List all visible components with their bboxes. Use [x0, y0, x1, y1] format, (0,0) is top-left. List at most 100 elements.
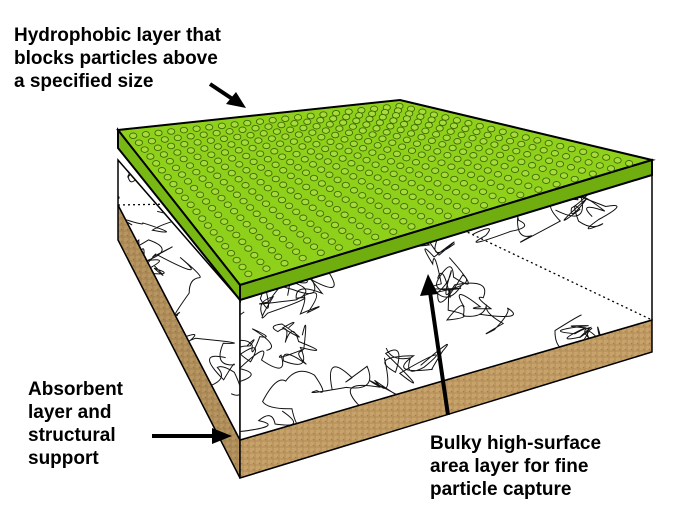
- perforation-dot: [613, 157, 622, 164]
- perforation-dot: [325, 200, 334, 207]
- hydrophobic-layer: [116, 98, 656, 303]
- perforation-dot: [325, 185, 334, 193]
- perforation-dot: [364, 169, 374, 177]
- arrow-bulky: [428, 291, 450, 416]
- perforation-dot: [212, 129, 221, 137]
- perforation-dot: [407, 130, 416, 137]
- perforation-dot: [308, 161, 318, 168]
- perforation-dot: [545, 157, 554, 165]
- perforation-dot: [206, 137, 215, 144]
- perforation-dot: [173, 134, 182, 142]
- perforation-dot: [246, 204, 255, 211]
- perforation-dot: [340, 211, 349, 219]
- perforation-dot: [267, 247, 276, 254]
- perforation-dot: [421, 127, 430, 135]
- perforation-dot: [579, 148, 588, 156]
- perforation-dot: [353, 152, 362, 159]
- perforation-dot: [275, 212, 284, 220]
- perforation-dot: [371, 233, 380, 241]
- perforation-dot: [255, 118, 265, 125]
- perforation-dot: [349, 173, 358, 180]
- perforation-dot: [228, 155, 237, 162]
- perforation-dot: [606, 165, 616, 172]
- perforation-dot: [427, 116, 436, 123]
- perforation-dot: [528, 143, 537, 151]
- perforation-dot: [286, 172, 295, 180]
- perforation-dot: [573, 156, 582, 163]
- perforation-dot: [160, 136, 169, 143]
- perforation-dot: [241, 182, 250, 189]
- perforation-dot: [362, 156, 371, 164]
- perforation-dot: [357, 178, 366, 185]
- perforation-dot: [221, 243, 230, 250]
- perforation-dot: [230, 207, 239, 215]
- perforation-dot: [427, 155, 436, 162]
- perforation-dot: [317, 133, 326, 141]
- perforation-dot: [516, 191, 525, 199]
- perforation-dot: [264, 170, 273, 177]
- perforation-dot: [249, 172, 258, 180]
- perforation-dot: [383, 193, 392, 200]
- perforation-dot: [386, 158, 396, 165]
- perforation-dot: [590, 151, 599, 158]
- perforation-dot: [226, 185, 235, 192]
- perforation-dot: [588, 170, 597, 178]
- perforation-dot: [534, 154, 543, 161]
- perforation-dot: [517, 158, 526, 166]
- perforation-dot: [249, 158, 258, 166]
- perforation-dot: [396, 126, 405, 134]
- perforation-dot: [457, 167, 466, 175]
- perforation-dot: [442, 184, 451, 192]
- perforation-dot: [383, 146, 392, 153]
- perforation-dot: [286, 158, 295, 166]
- perforation-dot: [284, 145, 293, 153]
- perforation-dot: [183, 178, 193, 185]
- perforation-dot: [377, 153, 386, 161]
- perforation-dot: [555, 160, 565, 168]
- perforation-dot: [378, 113, 387, 121]
- perforation-dot: [424, 175, 433, 183]
- perforation-dot: [263, 184, 272, 192]
- perforation-dot: [248, 188, 257, 195]
- perforation-dot: [272, 229, 281, 237]
- perforation-dot: [292, 208, 301, 216]
- perforation-dot: [277, 121, 286, 129]
- perforation-dot: [355, 112, 364, 119]
- perforation-dot: [317, 180, 326, 187]
- bulky-label-line: area layer for fine: [430, 456, 589, 477]
- perforation-dot: [192, 168, 201, 176]
- perforation-dot: [449, 122, 459, 130]
- perforation-dot: [470, 197, 479, 205]
- perforation-dot: [333, 176, 342, 184]
- perforation-dot: [308, 129, 317, 136]
- perforation-dot: [167, 142, 176, 150]
- perforation-dot: [490, 141, 499, 148]
- perforation-dot: [303, 136, 312, 143]
- perforation-dot: [272, 128, 281, 135]
- perforation-dot: [501, 144, 510, 152]
- perforation-dot: [316, 249, 325, 257]
- fiber-strand: [262, 365, 371, 431]
- perforation-dot: [371, 161, 380, 168]
- perforation-dot: [335, 125, 344, 132]
- perforation-dot: [196, 191, 205, 199]
- perforation-dot: [521, 134, 530, 141]
- perforation-dot: [265, 223, 274, 230]
- perforation-dot: [389, 170, 398, 178]
- perforation-dot: [309, 243, 319, 250]
- perforation-dot: [246, 131, 255, 139]
- perforation-dot: [427, 137, 436, 145]
- perforation-dot: [534, 186, 543, 193]
- perforation-dot: [232, 256, 241, 264]
- perforation-dot: [577, 167, 586, 174]
- perforation-dot: [315, 153, 324, 160]
- fiber-strand: [437, 272, 514, 335]
- perforation-dot: [152, 160, 161, 167]
- perforation-dot: [256, 258, 265, 266]
- perforation-dot: [407, 179, 416, 187]
- perforation-dot: [584, 159, 593, 166]
- perforation-dot: [559, 172, 569, 179]
- perforation-dot: [202, 198, 211, 205]
- perforation-dot: [312, 122, 321, 130]
